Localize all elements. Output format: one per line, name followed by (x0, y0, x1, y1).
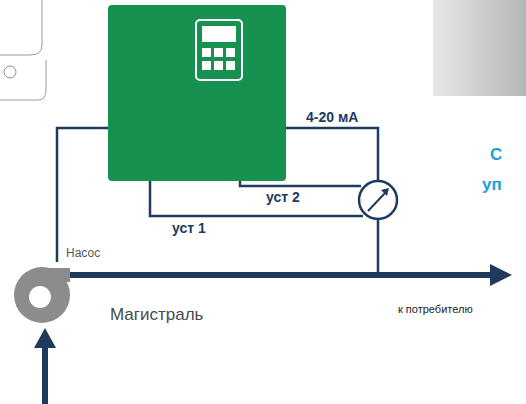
panel-screen (202, 26, 236, 42)
setpoint-label: уст 1 (172, 221, 206, 235)
direction-label: к потребителю (398, 304, 473, 315)
callout-circle (4, 66, 16, 78)
cabinet-fragment (433, 0, 526, 96)
gauge-needle-head (381, 188, 389, 196)
flow-arrow (490, 264, 512, 286)
panel-keypad (202, 48, 235, 70)
cut-text: уп (482, 176, 502, 193)
pump-body (14, 267, 70, 323)
cut-text: С (490, 146, 502, 163)
frequency-converter (108, 5, 286, 181)
pump-impeller (29, 286, 51, 308)
drawing-fragment (0, 0, 42, 55)
drawing-fragment (0, 60, 46, 100)
pump-label: Насос (66, 247, 100, 259)
pipe-label: Магистраль (110, 306, 203, 323)
main-pipe (50, 272, 492, 278)
control-panel (196, 20, 242, 80)
gauge-needle (368, 192, 386, 211)
signal-label: 4-20 мА (306, 110, 358, 124)
inlet-pipe (42, 345, 48, 404)
setpoint-label: уст 2 (266, 190, 300, 204)
signal-wire (57, 128, 378, 275)
pressure-gauge (359, 181, 397, 219)
inlet-arrow (34, 328, 56, 348)
